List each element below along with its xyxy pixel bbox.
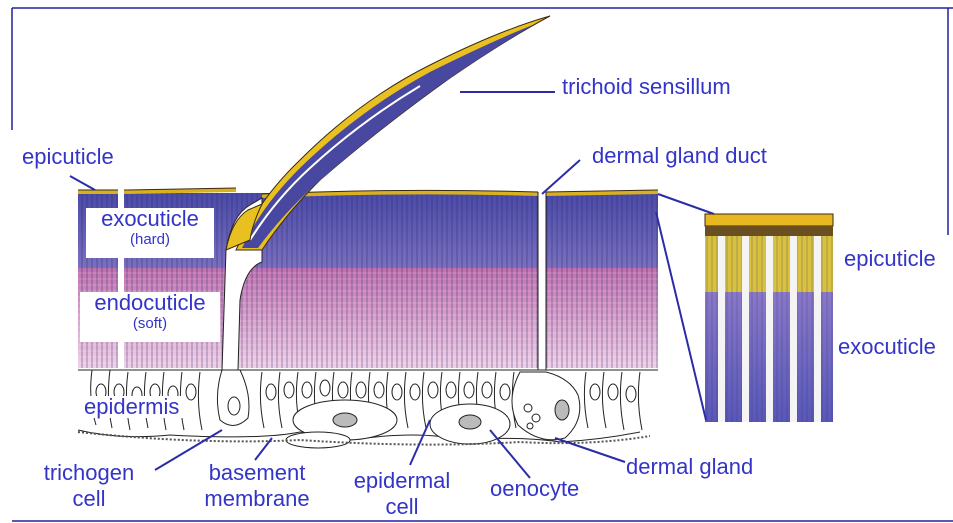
dermal-gland-duct-canal — [538, 192, 546, 370]
leader-epidermal-cell — [410, 420, 430, 465]
label-basement-membrane-line2: membrane — [192, 488, 322, 510]
label-epidermal-cell-line2: cell — [342, 496, 462, 518]
label-basement-membrane: basement membrane — [192, 462, 322, 510]
label-trichoid-sensillum: trichoid sensillum — [562, 76, 731, 98]
label-epidermis: epidermis — [80, 396, 183, 418]
label-endocuticle-box: endocuticle (soft) — [80, 292, 220, 342]
label-dermal-gland-duct: dermal gland duct — [592, 145, 767, 167]
label-trichogen-cell-line2: cell — [34, 488, 144, 510]
label-exocuticle: exocuticle — [86, 208, 214, 230]
label-epidermal-cell-line1: epidermal — [342, 470, 462, 492]
inset-guide-top — [658, 194, 714, 214]
oenocyte-cell — [430, 404, 510, 444]
label-endocuticle: endocuticle — [80, 292, 220, 314]
label-epicuticle: epicuticle — [22, 146, 114, 168]
leader-oenocyte — [490, 430, 530, 478]
inset-magnified-cuticle — [705, 214, 833, 422]
label-basement-membrane-line1: basement — [192, 462, 322, 484]
label-inset-exocuticle: exocuticle — [838, 336, 936, 358]
leader-epicuticle — [70, 176, 95, 190]
label-trichogen-cell-line1: trichogen — [34, 462, 144, 484]
label-exocuticle-box: exocuticle (hard) — [86, 208, 214, 258]
label-inset-epicuticle: epicuticle — [844, 248, 936, 270]
label-epidermal-cell: epidermal cell — [342, 470, 462, 518]
leader-dermal-gland-duct — [542, 160, 580, 194]
label-endocuticle-note: (soft) — [80, 316, 220, 331]
label-exocuticle-note: (hard) — [86, 232, 214, 247]
trichogen-cell — [217, 370, 249, 426]
dermal-gland-cell — [512, 372, 580, 440]
inset-guide-bottom — [656, 212, 706, 420]
label-trichogen-cell: trichogen cell — [34, 462, 144, 510]
label-dermal-gland: dermal gland — [626, 456, 753, 478]
label-oenocyte: oenocyte — [490, 478, 579, 500]
